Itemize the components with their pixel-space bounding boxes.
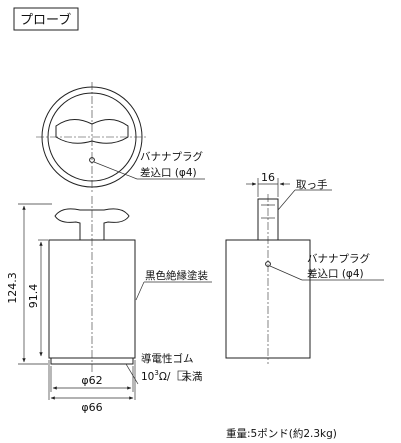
- top-jack-leader: [93, 161, 138, 180]
- coating-leader: [135, 281, 145, 301]
- top-jack-label-2: 差込口 (φ4): [140, 166, 197, 179]
- top-view: バナナプラグ 差込口 (φ4): [36, 82, 205, 192]
- front-view: 124.3 91.4 黒色絶縁塗装 導電性ゴム 103Ω/未満 φ62 φ66: [6, 196, 212, 414]
- side-jack-label-1: バナナプラグ: [307, 252, 370, 265]
- handle-leader: [277, 189, 296, 211]
- dim-16-text: 16: [261, 171, 275, 184]
- side-jack-label-2: 差込口 (φ4): [307, 267, 364, 280]
- title-text: プローブ: [20, 12, 71, 28]
- rubber-leader: [125, 363, 139, 385]
- title-box: プローブ: [13, 7, 79, 31]
- side-view: 16 取っ手 バナナプラグ 差込口 (φ4): [225, 171, 384, 364]
- rubber-label-2: 103Ω/未満: [141, 369, 203, 383]
- coating-label: 黒色絶縁塗装: [145, 269, 208, 282]
- dim-phi66-text: φ66: [81, 401, 102, 414]
- side-jack-hole: [265, 261, 271, 267]
- dim-124-text: 124.3: [6, 272, 19, 304]
- top-jack-hole: [89, 157, 95, 163]
- top-jack-label-1: バナナプラグ: [140, 150, 203, 163]
- rubber-label-box-symbol: [177, 370, 188, 381]
- handle-top-shape: [55, 119, 129, 144]
- weight-note: 重量:5ポンド(約2.3kg): [226, 427, 337, 440]
- side-jack-leader: [269, 265, 303, 281]
- handle-label: 取っ手: [296, 178, 328, 191]
- front-handle: [54, 208, 130, 241]
- rubber-label-1: 導電性ゴム: [141, 352, 194, 365]
- dim-phi62-text: φ62: [81, 374, 102, 387]
- dim-91-text: 91.4: [27, 284, 40, 309]
